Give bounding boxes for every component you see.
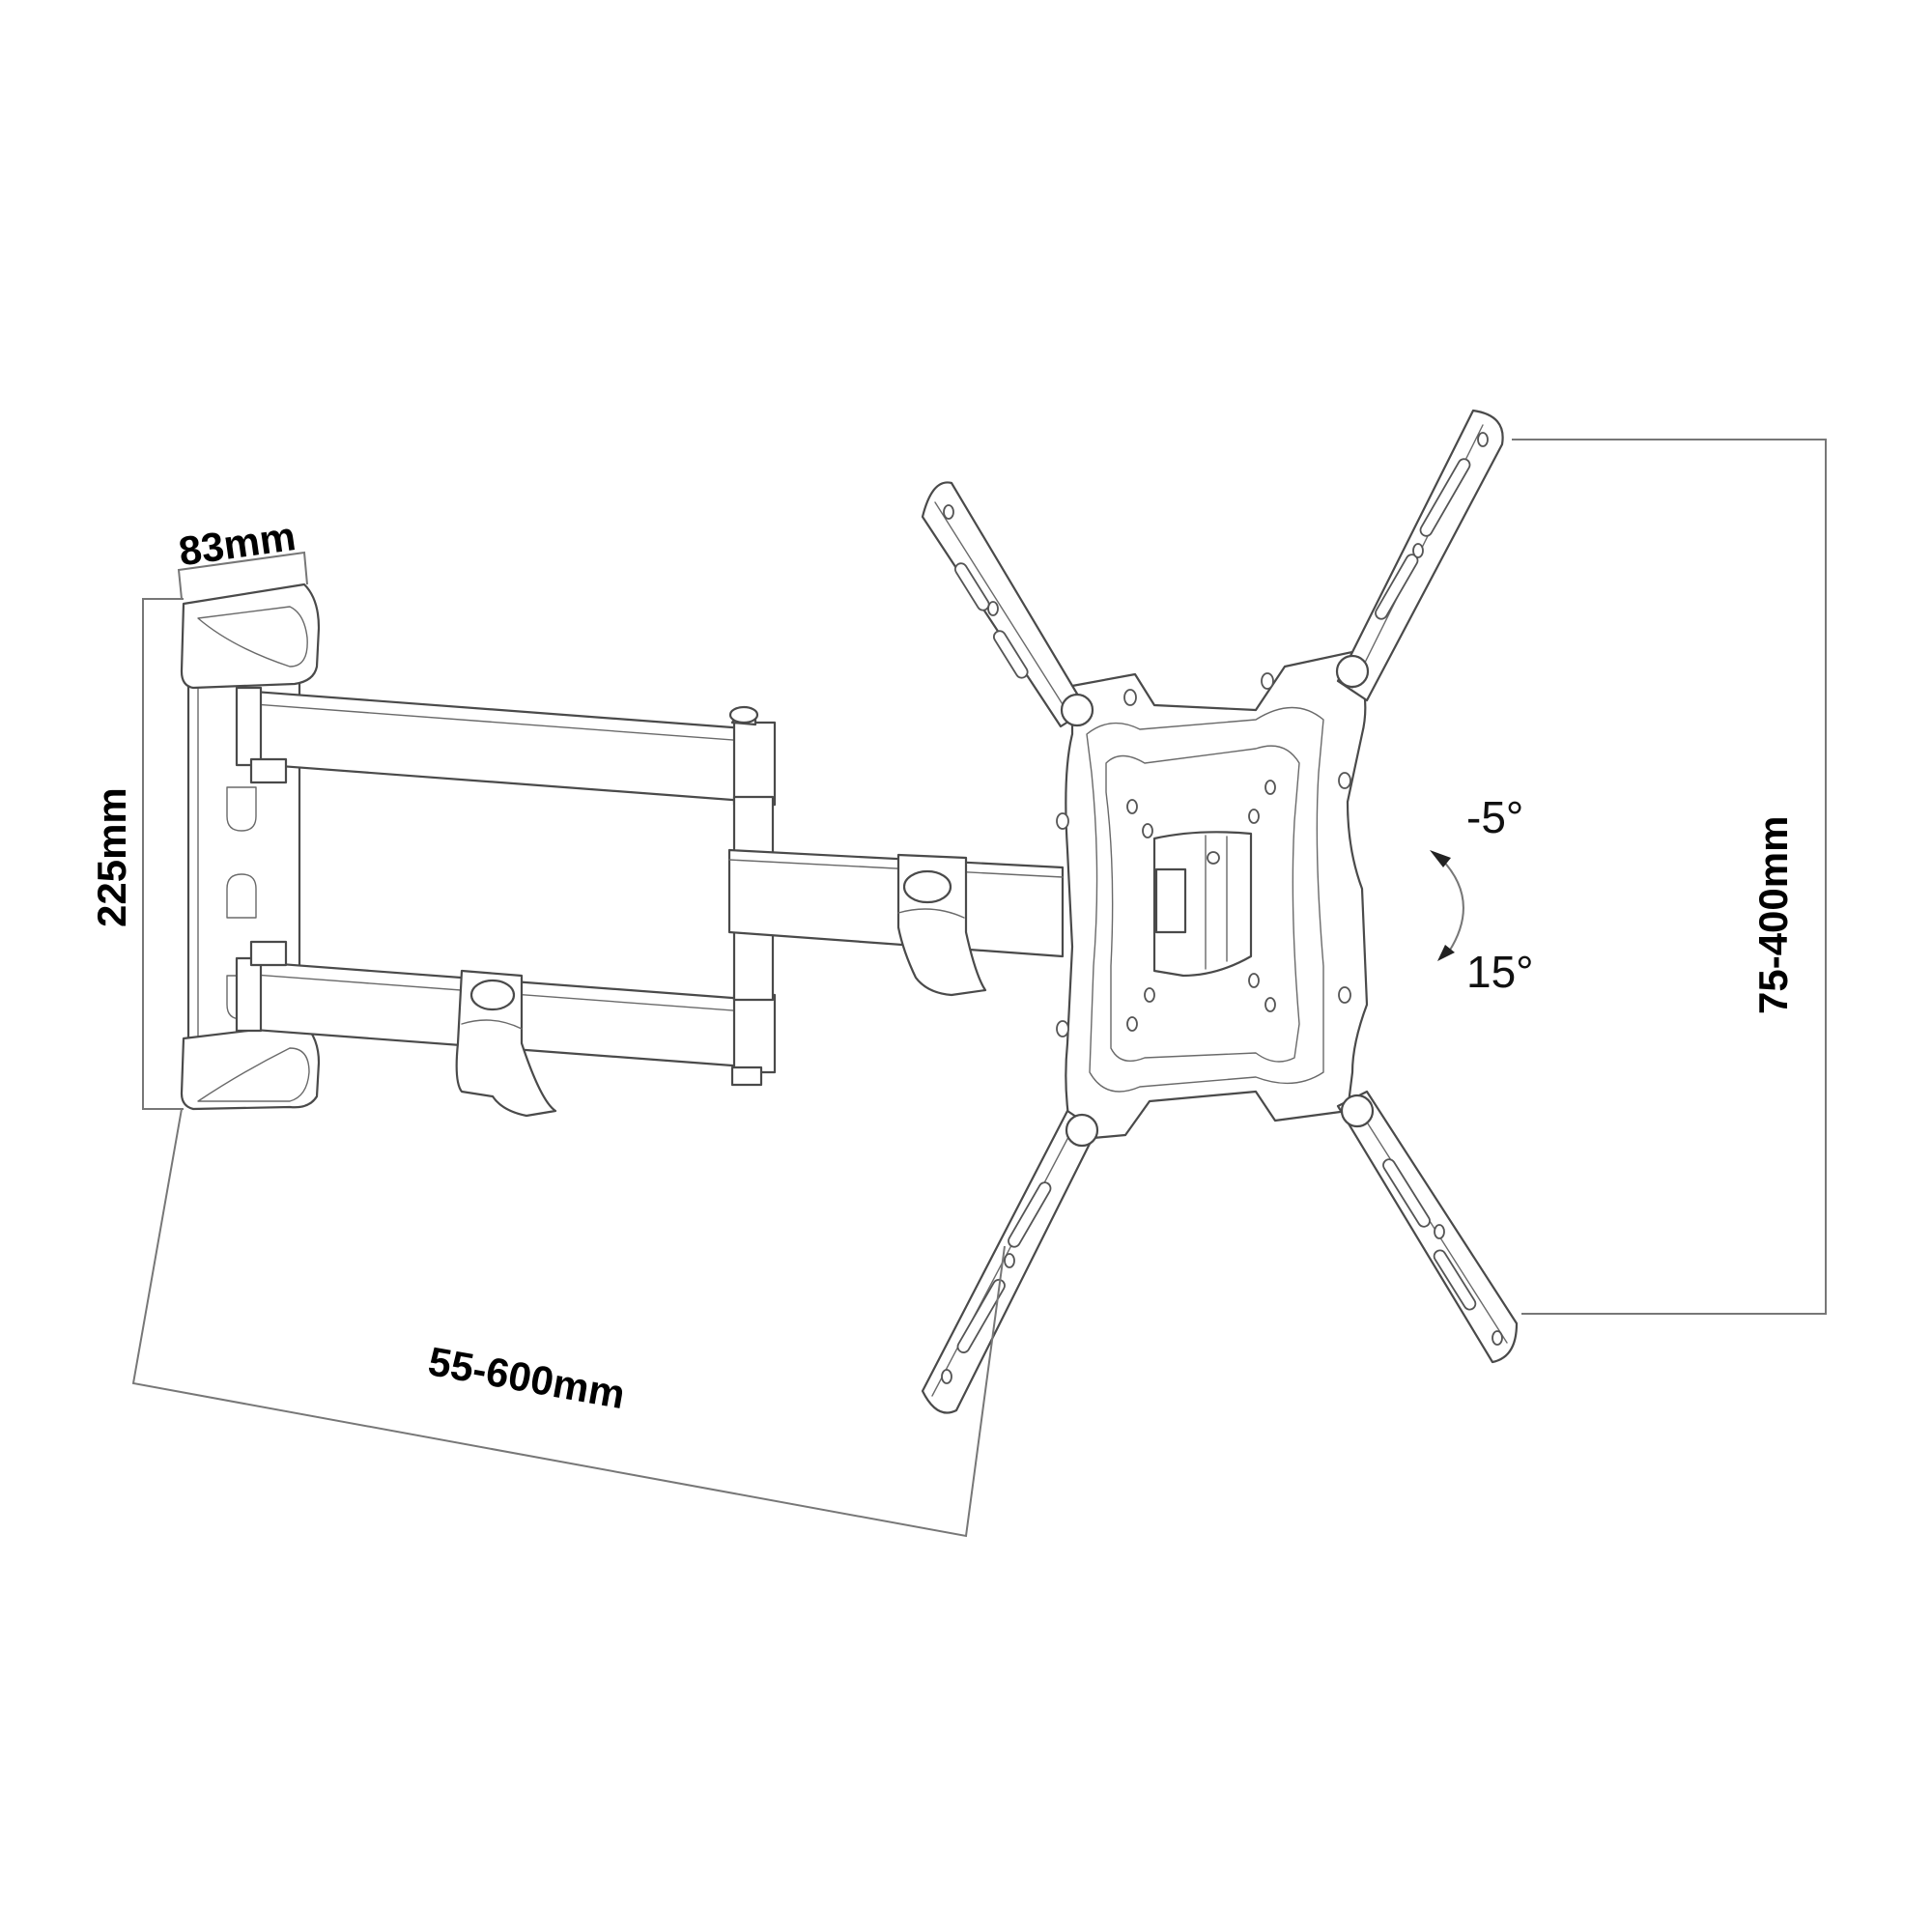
- dimension-55-600mm: [131, 1108, 1006, 1538]
- dimension-83mm: [177, 551, 308, 600]
- bracket-arm-top-right: [1335, 409, 1504, 702]
- front-arm: [727, 848, 1065, 997]
- bracket-arm-bottom-left: [921, 1109, 1099, 1414]
- label-tilt-up: -5°: [1466, 792, 1523, 842]
- label-wall-plate-width: 83mm: [176, 513, 298, 574]
- upper-arm: [235, 686, 777, 807]
- tilt-arrow-icon: [1430, 850, 1464, 961]
- dimension-75-400mm: [1512, 439, 1827, 1315]
- bracket-arm-bottom-right: [1336, 1090, 1519, 1364]
- cable-clip-lower: [455, 969, 557, 1118]
- bracket-arm-top-left: [921, 481, 1094, 728]
- label-wall-plate-height: 225mm: [89, 787, 134, 927]
- dimension-225mm: [142, 598, 184, 1110]
- label-arm-extension: 55-600mm: [425, 1338, 629, 1417]
- label-tilt-down: 15°: [1466, 947, 1534, 997]
- label-vesa-range: 75-400mm: [1750, 816, 1796, 1014]
- vesa-mounting-plate: [1056, 650, 1369, 1142]
